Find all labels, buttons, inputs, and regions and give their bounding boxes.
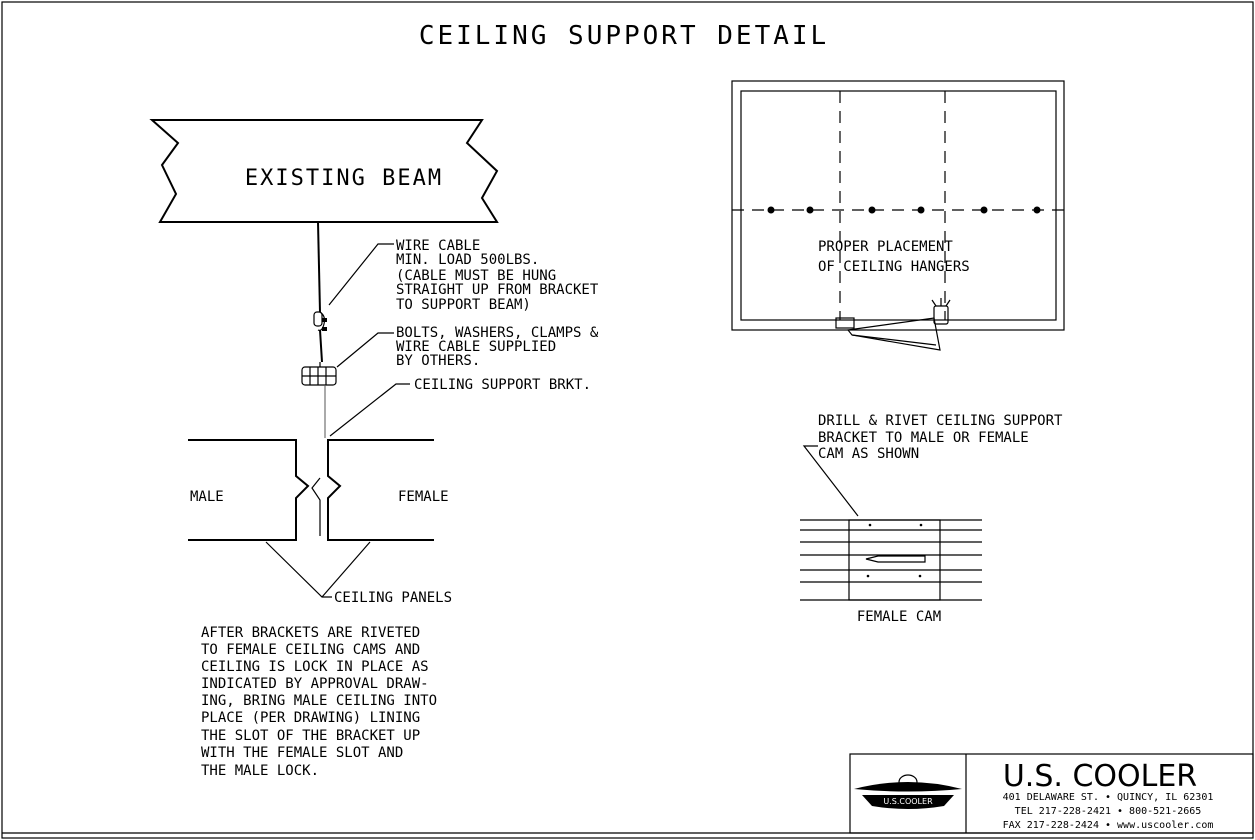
bracket-leader bbox=[329, 383, 410, 437]
door-swing-panel bbox=[846, 317, 941, 351]
cable-clamp bbox=[313, 311, 323, 327]
plan-label-line-2: OF CEILING HANGERS bbox=[818, 259, 970, 275]
logo-text: U.S.COOLER bbox=[883, 797, 933, 806]
rivet-2 bbox=[919, 523, 923, 527]
title-block bbox=[849, 753, 1254, 834]
note-line-8: WITH THE FEMALE SLOT AND bbox=[201, 745, 403, 761]
company-tel: TEL 217-228-2421 • 800-521-2665 bbox=[1015, 806, 1202, 817]
company-name: U.S. COOLER bbox=[1003, 759, 1197, 794]
wire-cable-line-4: STRAIGHT UP FROM BRACKET bbox=[396, 282, 599, 298]
company-address: 401 DELAWARE ST. • QUINCY, IL 62301 bbox=[1003, 792, 1214, 803]
rivet-1 bbox=[868, 523, 872, 527]
note-line-5: ING, BRING MALE CEILING INTO bbox=[201, 693, 437, 709]
wire-cable-line-1: WIRE CABLE bbox=[396, 238, 480, 254]
note-line-6: PLACE (PER DRAWING) LINING bbox=[201, 710, 420, 726]
cable-loop bbox=[317, 311, 326, 331]
light-ray-right bbox=[945, 299, 951, 307]
bracket-callout: CEILING SUPPORT BRKT. bbox=[414, 377, 591, 393]
bolts-leader bbox=[336, 332, 394, 368]
wire-cable bbox=[317, 221, 321, 313]
panels-callout: CEILING PANELS bbox=[334, 590, 452, 606]
plan-outer-frame bbox=[731, 80, 1065, 331]
wire-cable-lower bbox=[319, 329, 323, 363]
note-line-1: AFTER BRACKETS ARE RIVETED bbox=[201, 625, 420, 641]
male-lock-tab bbox=[311, 477, 321, 536]
bolts-line-2: WIRE CABLE SUPPLIED bbox=[396, 339, 556, 355]
note-line-4: INDICATED BY APPROVAL DRAW- bbox=[201, 676, 429, 692]
rivet-4 bbox=[918, 574, 922, 578]
female-cam-detail bbox=[800, 519, 982, 601]
rivet-3 bbox=[866, 574, 870, 578]
clamp-nut-bottom bbox=[322, 327, 327, 331]
female-panel bbox=[327, 439, 434, 541]
drawing-title: CEILING SUPPORT DETAIL bbox=[419, 21, 829, 51]
company-logo: U.S.COOLER bbox=[854, 774, 962, 809]
note-line-9: THE MALE LOCK. bbox=[201, 763, 319, 779]
wire-cable-line-5: TO SUPPORT BEAM) bbox=[396, 297, 531, 313]
existing-beam bbox=[149, 119, 499, 223]
hanger-point-4 bbox=[917, 206, 925, 214]
light-ray-left bbox=[931, 299, 937, 307]
hanger-point-2 bbox=[806, 206, 814, 214]
hanger-point-3 bbox=[868, 206, 876, 214]
female-label: FEMALE bbox=[398, 489, 449, 505]
note-line-3: CEILING IS LOCK IN PLACE AS bbox=[201, 659, 429, 675]
wire-cable-line-2: MIN. LOAD 500LBS. bbox=[396, 252, 539, 268]
bolts-line-1: BOLTS, WASHERS, CLAMPS & bbox=[396, 325, 599, 341]
cam-slot bbox=[865, 555, 926, 563]
light-fixture bbox=[933, 305, 949, 325]
panels-leader-right bbox=[321, 541, 371, 598]
hanger-point-5 bbox=[980, 206, 988, 214]
clamp-nut-top bbox=[322, 318, 327, 322]
cam-callout-line-1: DRILL & RIVET CEILING SUPPORT bbox=[818, 413, 1063, 429]
company-fax: FAX 217-228-2424 • www.uscooler.com bbox=[1003, 820, 1214, 831]
wire-cable-line-3: (CABLE MUST BE HUNG bbox=[396, 268, 556, 284]
beam-label: EXISTING BEAM bbox=[245, 166, 443, 191]
cam-callout-line-3: CAM AS SHOWN bbox=[818, 446, 919, 462]
logo-banner bbox=[862, 795, 954, 809]
door-hinge bbox=[835, 317, 855, 329]
male-panel bbox=[188, 439, 310, 541]
plan-inner-frame bbox=[740, 90, 1057, 321]
bolts-line-3: BY OTHERS. bbox=[396, 353, 480, 369]
note-line-2: TO FEMALE CEILING CAMS AND bbox=[201, 642, 420, 658]
logo-wing bbox=[854, 782, 962, 792]
hanger-point-1 bbox=[767, 206, 775, 214]
cam-bracket-plate bbox=[848, 519, 941, 601]
wire-cable-leader bbox=[328, 243, 394, 306]
note-line-7: THE SLOT OF THE BRACKET UP bbox=[201, 728, 420, 744]
female-cam-label: FEMALE CAM bbox=[857, 609, 941, 625]
door-swing-edge bbox=[851, 334, 937, 346]
plan-label-line-1: PROPER PLACEMENT bbox=[818, 239, 953, 255]
panels-leader-left bbox=[265, 541, 332, 598]
cam-callout-line-2: BRACKET TO MALE OR FEMALE bbox=[818, 430, 1029, 446]
cam-callout-leader bbox=[802, 445, 859, 517]
male-label: MALE bbox=[190, 489, 224, 505]
hanger-point-6 bbox=[1033, 206, 1041, 214]
